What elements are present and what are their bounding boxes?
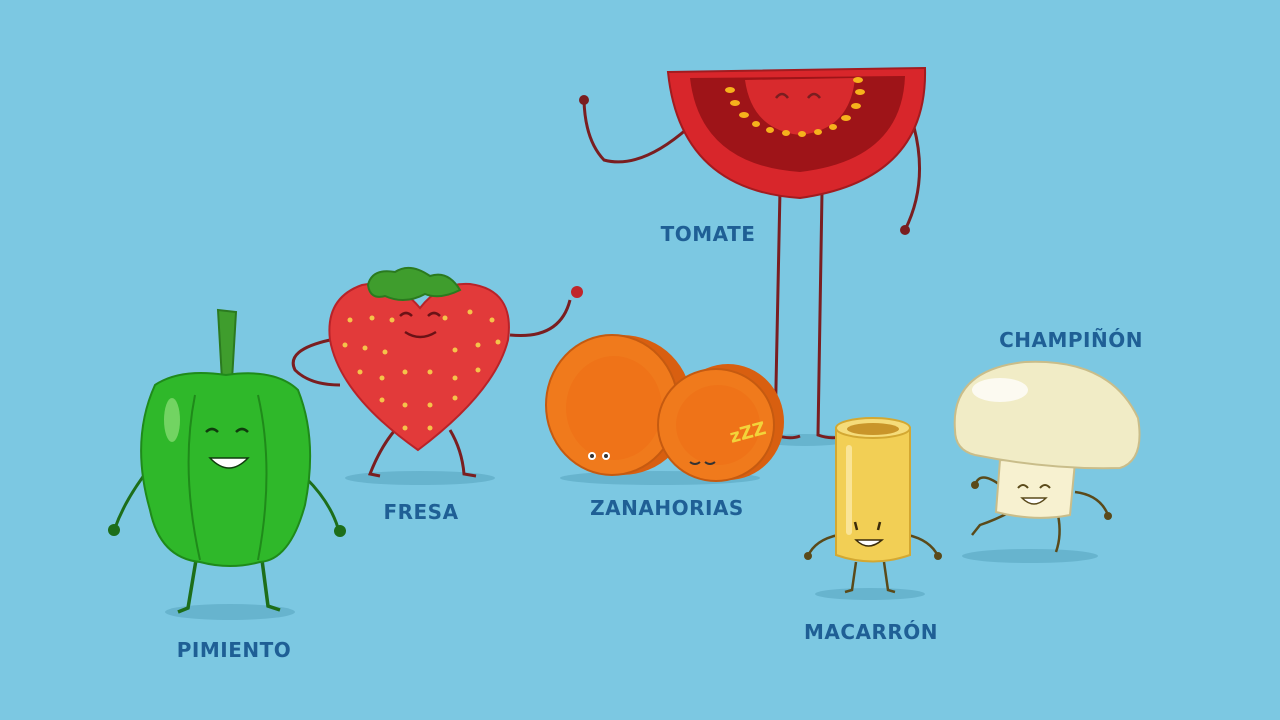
mushroom-stem xyxy=(994,458,1077,519)
strawberry-leaves xyxy=(366,266,462,301)
macaroni-left-eye xyxy=(853,521,859,531)
pepper-right-arm xyxy=(304,476,340,529)
strawberry-seeds xyxy=(342,309,501,431)
macaroni-character xyxy=(804,417,942,600)
macaroni-right-leg xyxy=(882,561,896,594)
strawberry-right-leg xyxy=(448,429,477,478)
macaroni-left-leg xyxy=(844,561,858,594)
tomato-seeds xyxy=(725,77,865,137)
macaroni-top-hole xyxy=(847,423,899,435)
pepper-smile xyxy=(208,457,250,469)
tomato-left-hand xyxy=(579,95,589,105)
pepper-shadow xyxy=(165,604,295,620)
pepper-left-hand xyxy=(108,524,120,536)
pepper-right-hand xyxy=(334,525,346,537)
label-champinon: CHAMPIÑÓN xyxy=(999,328,1143,352)
mushroom-right-hand xyxy=(1104,512,1112,520)
pepper-lobe-left xyxy=(187,394,201,561)
strawberry-character xyxy=(291,266,583,485)
tomato-right-leg xyxy=(816,191,843,440)
mushroom-character xyxy=(953,360,1141,563)
pepper-left-leg xyxy=(177,559,198,614)
label-fresa: FRESA xyxy=(383,500,459,524)
carrot-small-slice-core xyxy=(676,385,760,465)
macaroni-right-hand xyxy=(934,552,942,560)
label-macarron: MACARRÓN xyxy=(803,620,939,644)
tomato-right-hand xyxy=(900,225,910,235)
tomato-left-eye xyxy=(775,92,789,99)
pepper-character xyxy=(108,308,346,620)
pepper-body xyxy=(140,372,312,567)
macaroni-right-eye xyxy=(876,521,882,531)
mushroom-cap-highlight xyxy=(972,378,1028,402)
label-zanahorias: ZANAHORIAS xyxy=(590,496,744,520)
strawberry-smile xyxy=(404,330,437,339)
mushroom-right-eye xyxy=(1039,484,1051,489)
pepper-left-eye xyxy=(205,427,219,433)
mushroom-right-leg xyxy=(1054,514,1061,553)
pepper-right-eye xyxy=(235,427,249,433)
pepper-highlight xyxy=(164,398,180,442)
carrot-small-left-eye xyxy=(689,461,701,465)
label-tomate: TOMATE xyxy=(660,222,756,246)
macaroni-body xyxy=(835,427,911,563)
tomato-right-arm xyxy=(903,119,921,231)
carrot-small-right-eye xyxy=(704,461,716,465)
mushroom-left-hand xyxy=(971,481,979,489)
carrots-character: zZZ xyxy=(545,334,784,485)
mushroom-right-arm xyxy=(1074,490,1110,516)
strawberry-left-leg xyxy=(367,429,397,478)
macaroni-right-arm xyxy=(907,533,940,557)
label-pimiento: PIMIENTO xyxy=(176,638,292,662)
mushroom-smile xyxy=(1020,497,1048,505)
strawberry-shadow xyxy=(345,471,495,485)
mushroom-left-eye xyxy=(1017,484,1029,489)
strawberry-right-eye xyxy=(427,311,441,317)
carrot-big-slice-core xyxy=(566,356,662,460)
mushroom-left-leg xyxy=(971,510,1011,536)
tomato-core xyxy=(745,78,855,135)
tomato-right-eye xyxy=(807,92,821,99)
pepper-right-leg xyxy=(260,559,281,612)
macaroni-shadow xyxy=(815,588,925,600)
tomato-left-arm xyxy=(582,99,689,164)
pepper-stem xyxy=(216,308,238,381)
pepper-lobe-right xyxy=(257,394,268,561)
strawberry-right-arm xyxy=(509,299,572,338)
mushroom-shadow xyxy=(962,549,1098,563)
strawberry-left-arm xyxy=(291,338,341,387)
mushroom-cap xyxy=(953,360,1141,470)
macaroni-smile xyxy=(854,539,885,547)
macaroni-highlight xyxy=(846,445,852,535)
macaroni-left-hand xyxy=(804,552,812,560)
strawberry-right-hand xyxy=(571,286,583,298)
strawberry-body xyxy=(328,282,510,452)
macaroni-left-arm xyxy=(806,533,839,557)
tomato-character xyxy=(579,66,927,446)
strawberry-left-eye xyxy=(399,311,413,317)
